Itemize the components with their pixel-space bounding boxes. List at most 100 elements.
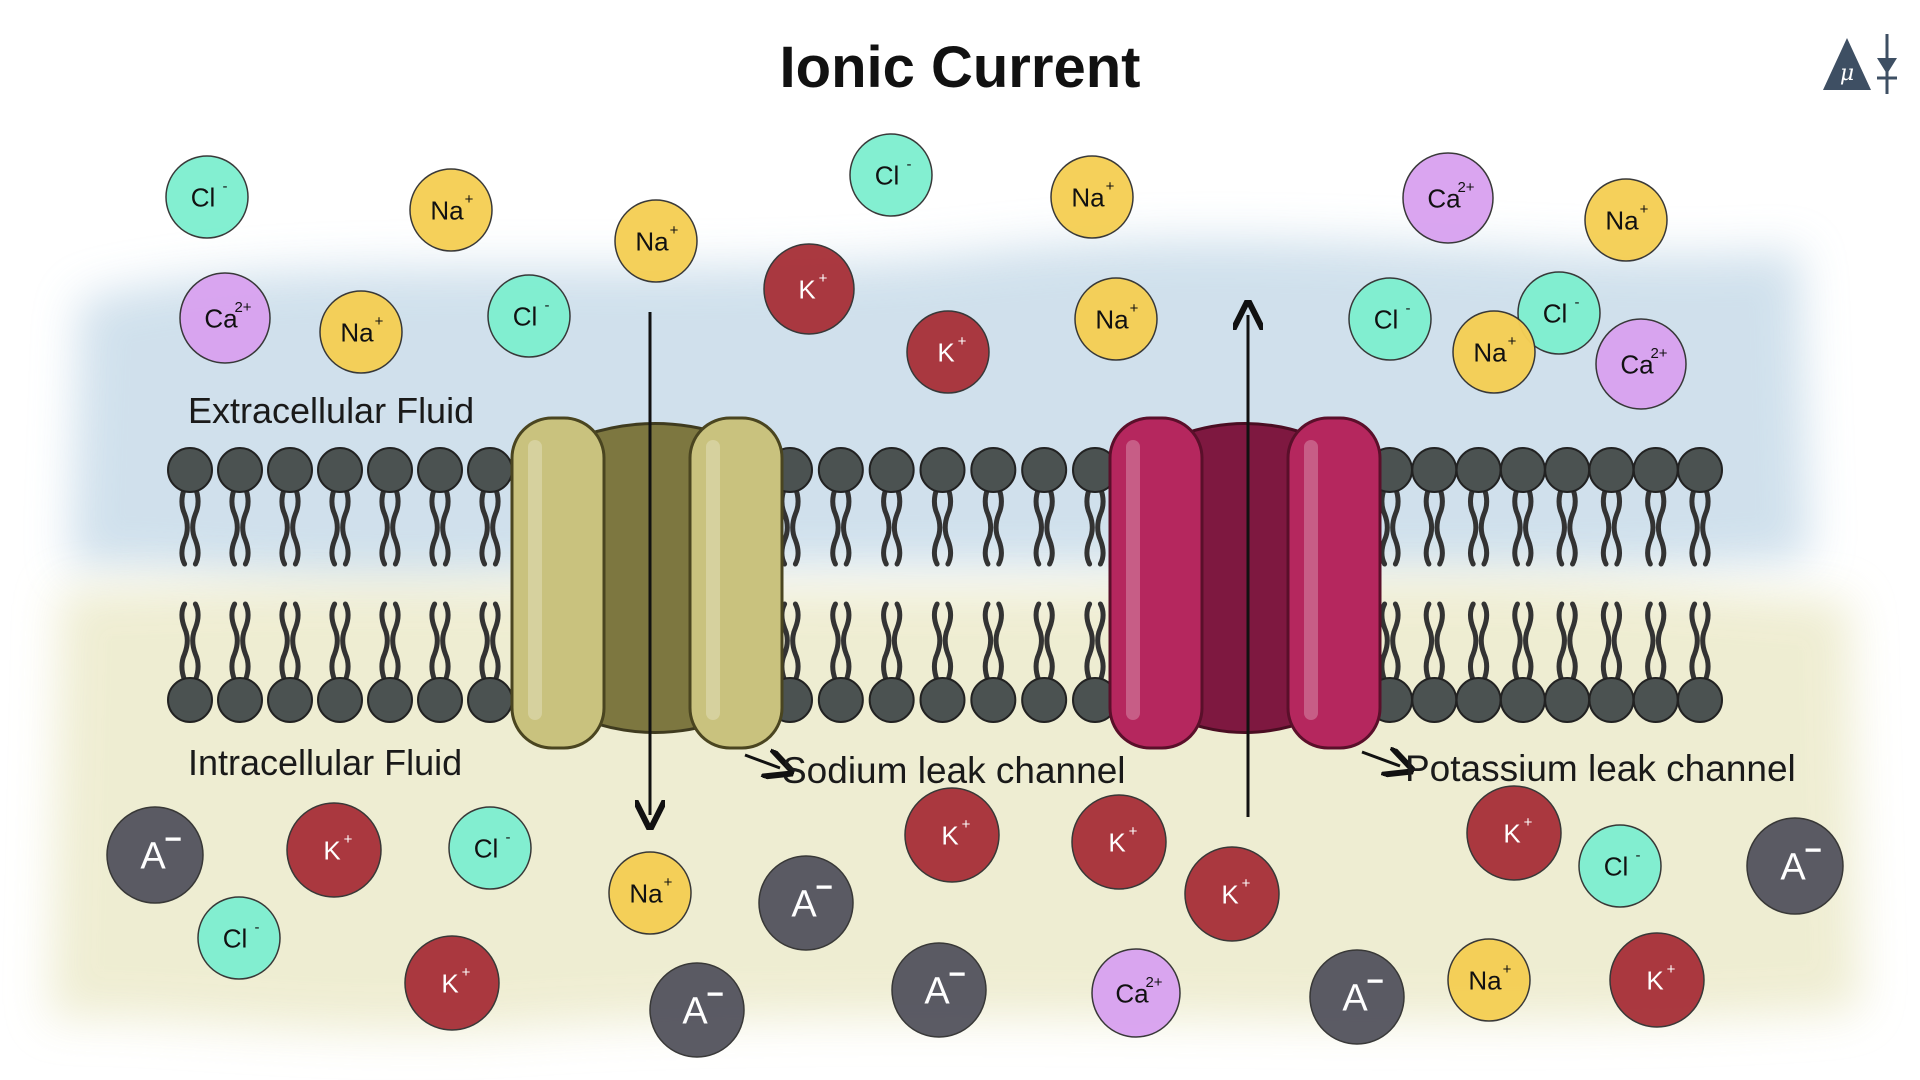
ion-charge: + (1130, 300, 1139, 317)
ion-symbol: A (791, 884, 817, 926)
ion-k: K+ (763, 243, 855, 335)
ion-a: A− (649, 962, 745, 1058)
sodium-label-pointer (744, 755, 780, 768)
lipid-tail (329, 485, 340, 567)
lipid-tail (290, 485, 301, 567)
sodium-channel-left-subunit (510, 416, 606, 750)
ion-charge: + (1508, 333, 1517, 350)
lipid-tail (891, 601, 903, 683)
extracellular-label: Extracellular Fluid (188, 390, 475, 431)
lipid-head (919, 447, 966, 493)
lipid-tail (440, 601, 451, 683)
ion-cl: Cl- (849, 133, 933, 217)
lipid-head (317, 447, 363, 493)
ion-symbol: K (941, 820, 959, 850)
lipid-head (1544, 447, 1591, 493)
lipid-tail (190, 485, 201, 567)
lipid-tail (790, 485, 801, 567)
lipid-head (1588, 447, 1635, 493)
lipid-tail (179, 601, 190, 683)
ion-na: Na+ (614, 199, 698, 283)
svg-text:μ: μ (1840, 61, 1854, 86)
lipid-tail (1645, 485, 1656, 567)
lipid-head (817, 447, 864, 493)
ion-symbol: Na (1605, 205, 1639, 235)
ion-cl: Cl- (487, 274, 571, 358)
lipid-tail (290, 601, 301, 683)
membrane-outer-leaflet (167, 447, 1723, 567)
lipid-tail (1434, 601, 1445, 683)
ion-a: A− (758, 855, 854, 951)
ion-cl: Cl- (165, 155, 249, 239)
lipid-tail (1512, 485, 1523, 567)
lipid-head (1411, 677, 1458, 723)
lipid-tail (881, 601, 892, 683)
lipid-head (267, 677, 313, 723)
ion-symbol: Na (635, 226, 669, 256)
lipid-tail (1700, 601, 1711, 683)
lipid-tail (479, 485, 490, 567)
lipid-tail (1645, 601, 1656, 683)
ion-charge: + (375, 313, 384, 330)
ion-symbol: K (1108, 827, 1126, 857)
lipid-tail (490, 485, 501, 567)
lipid-tail (1600, 601, 1612, 683)
ion-symbol: Cl (191, 182, 216, 212)
lipid-head (919, 677, 966, 723)
ion-symbol: K (1646, 965, 1664, 995)
ion-a: A− (891, 942, 987, 1038)
lipid-head (1544, 677, 1591, 723)
ion-charge: + (1640, 201, 1649, 218)
ion-charge: - (1406, 300, 1411, 317)
lipid-head (417, 677, 463, 723)
ion-cl: Cl- (1578, 824, 1662, 908)
ion-k: K+ (906, 310, 990, 394)
lipid-head (970, 677, 1017, 723)
ion-charge: 2+ (234, 299, 251, 316)
lipid-head (1411, 447, 1458, 493)
membrane-inner-leaflet (167, 601, 1723, 723)
lipid-tail (931, 601, 943, 683)
sodium-leak-channel (510, 416, 784, 750)
lipid-head (367, 447, 413, 493)
lipid-head (1588, 677, 1635, 723)
lipid-tail (240, 601, 251, 683)
ion-symbol: Cl (1604, 851, 1629, 881)
ion-symbol: Na (1071, 182, 1105, 212)
ion-symbol: Na (1473, 337, 1507, 367)
ion-na: Na+ (1050, 155, 1134, 239)
lipid-head (417, 447, 463, 493)
lipid-head (1499, 447, 1546, 493)
lipid-head (1021, 447, 1068, 493)
lipid-head (217, 447, 263, 493)
ion-charge: - (506, 829, 511, 846)
lipid-tail (279, 485, 290, 567)
lipid-head (367, 677, 413, 723)
ion-charge: + (664, 874, 673, 891)
lipid-tail (841, 485, 852, 567)
lipid-tail (841, 601, 852, 683)
ion-charge: − (1804, 834, 1822, 867)
lipid-head (467, 447, 513, 493)
ion-charge: − (164, 823, 182, 856)
lipid-tail (1556, 485, 1567, 567)
ion-cl: Cl- (1517, 271, 1601, 355)
lipid-tail (1095, 485, 1106, 567)
lipid-tail (1467, 601, 1479, 683)
ions: Cl-Na+Na+Cl-Na+K+Ca2+Na+Ca2+Na+Cl-K+Na+C… (106, 133, 1844, 1058)
potassium-channel-label: Potassium leak channel (1405, 748, 1796, 789)
lipid-tail (1379, 485, 1390, 567)
ion-symbol: A (682, 991, 708, 1033)
ion-symbol: Na (1095, 304, 1129, 334)
ion-charge: + (1524, 814, 1533, 831)
ion-ca: Ca2+ (1402, 152, 1494, 244)
ion-na: Na+ (608, 851, 692, 935)
ion-k: K+ (286, 802, 382, 898)
ion-k: K+ (1184, 846, 1280, 942)
sodium-channel-right-subunit (688, 416, 784, 750)
lipid-tail (1567, 601, 1578, 683)
sodium-channel-label: Sodium leak channel (782, 750, 1126, 791)
lipid-tail (190, 601, 201, 683)
ion-charge: + (1106, 178, 1115, 195)
ion-symbol: Cl (1374, 304, 1399, 334)
